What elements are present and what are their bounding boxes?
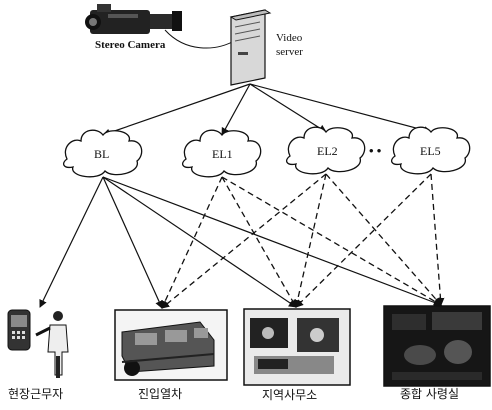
node-label-el2: EL2 <box>317 144 338 158</box>
dashed-link-el2-to-control-room <box>325 173 442 306</box>
solid-link-server-to-el1 <box>221 83 251 136</box>
cloud-el2 <box>285 126 366 175</box>
dashed-link-el1-to-control-room <box>221 176 442 306</box>
control-room-photo <box>383 305 491 387</box>
node-label-bl: BL <box>94 147 110 161</box>
dashed-link-el5-to-control-room <box>430 173 445 306</box>
endpoint-label-train: 진입열차 <box>138 387 183 401</box>
camera-cable <box>164 29 237 49</box>
dashed-link-el1-to-train <box>161 176 223 309</box>
solid-link-server-to-el2 <box>249 83 327 133</box>
solid-link-bl-to-control-room <box>102 176 442 307</box>
solid-link-server-to-el5 <box>249 83 432 135</box>
pda-worker-icon <box>7 309 69 378</box>
cloud-nodes-layer <box>62 126 471 178</box>
dashed-link-el2-to-station-office <box>293 173 327 308</box>
server-label-line2: server <box>276 46 303 58</box>
solid-link-server-to-bl <box>102 83 251 137</box>
cloud-el5 <box>390 126 471 175</box>
server-label-line1: Video <box>276 32 303 44</box>
train-photo <box>114 309 228 381</box>
video-camera-icon <box>85 4 182 34</box>
dashed-link-el5-to-station-office <box>295 173 432 308</box>
solid-link-bl-to-station-office <box>102 176 297 308</box>
links-layer <box>39 83 445 309</box>
dashed-link-el1-to-station-office <box>221 176 297 308</box>
endpoint-label-control-room: 종합 사령실 <box>400 387 460 401</box>
node-label-el5: EL5 <box>420 144 441 158</box>
solid-link-bl-to-field-worker <box>39 176 104 308</box>
camera-label: Stereo Camera <box>95 39 166 51</box>
cloud-bl <box>62 129 143 178</box>
server-tower-icon <box>229 9 272 86</box>
ellipsis-dots: • • <box>369 143 382 158</box>
endpoint-label-field-worker: 현장근무자 <box>8 387 64 401</box>
endpoint-label-station-office: 지역사무소 <box>262 388 318 402</box>
cloud-el1 <box>181 129 262 178</box>
dashed-link-el2-to-train <box>161 173 327 309</box>
node-label-el1: EL1 <box>212 147 233 161</box>
station-office-photo <box>243 308 351 386</box>
solid-link-bl-to-train <box>102 176 163 309</box>
